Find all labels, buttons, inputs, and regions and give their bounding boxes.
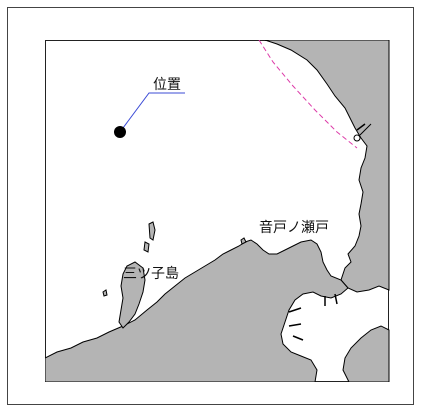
islet-2 [143,241,150,253]
ondo-strait-label: 音戸ノ瀬戸 [259,219,329,236]
islet-4 [240,237,247,245]
land-east [264,40,390,293]
mitsugo-island-label: 三ツ子島 [123,266,179,282]
position-marker[interactable] [114,126,126,138]
islet-1 [148,221,156,241]
islet-3 [102,289,108,297]
land-southeast [342,325,390,382]
pier-structures [288,123,366,341]
land-south [45,239,349,382]
buoy-icon [353,134,361,142]
boundary-line [258,40,358,149]
marker-leader-line [119,92,185,133]
marker-label: 位置 [153,77,181,93]
nautical-map[interactable]: 位置 音戸ノ瀬戸 三ツ子島 [45,40,390,382]
mitsugo-island-shape [118,261,146,329]
buoy-pointer [359,123,372,136]
